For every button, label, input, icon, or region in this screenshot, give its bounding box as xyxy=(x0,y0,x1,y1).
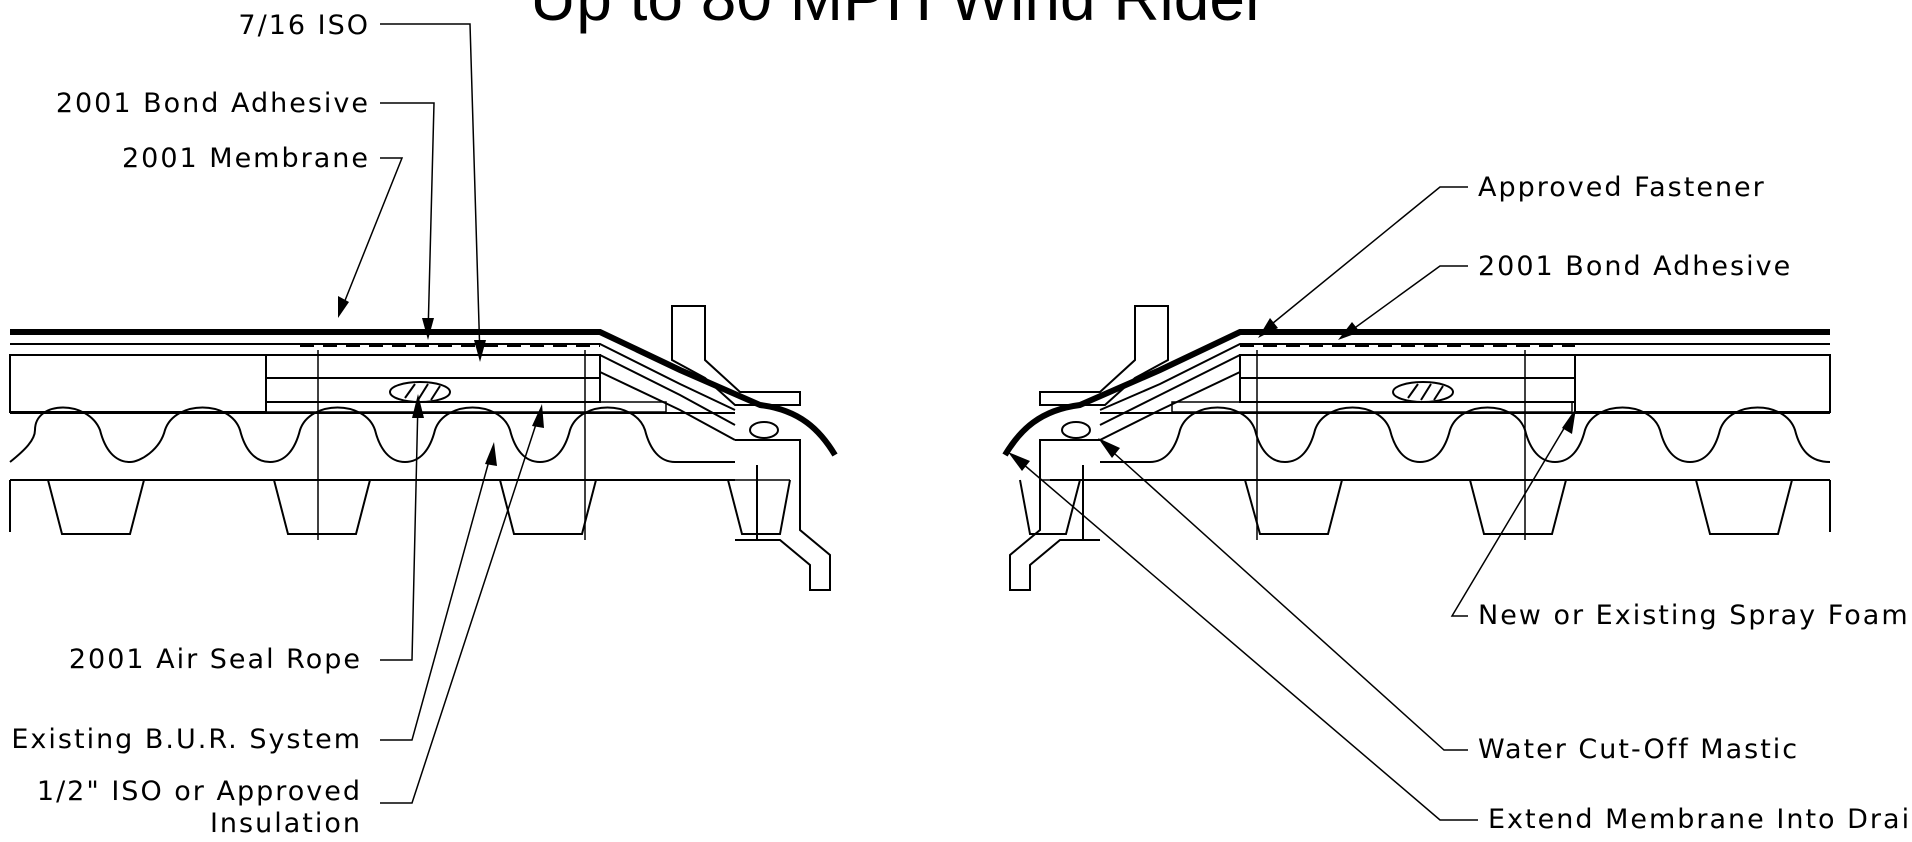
label-approved-fastener: Approved Fastener xyxy=(1478,172,1766,203)
label-spray-foam: New or Existing Spray Foam xyxy=(1478,600,1910,631)
left-detail xyxy=(9,305,838,591)
left-labels: 7/16 ISO 2001 Bond Adhesive 2001 Membran… xyxy=(11,10,544,839)
label-air-seal-rope: 2001 Air Seal Rope xyxy=(69,644,362,675)
label-existing-bur: Existing B.U.R. System xyxy=(11,724,362,755)
label-bond-adhesive-right: 2001 Bond Adhesive xyxy=(1478,251,1792,282)
label-7-16-iso: 7/16 ISO xyxy=(238,10,370,41)
drawing-title: Up to 80 MPH Wind Rider xyxy=(530,0,1266,34)
label-half-iso-line1: 1/2" ISO or Approved xyxy=(37,776,362,807)
label-extend-membrane: Extend Membrane Into Drain xyxy=(1488,804,1912,835)
label-water-cutoff: Water Cut-Off Mastic xyxy=(1478,734,1799,765)
label-half-iso-line2: Insulation xyxy=(210,808,362,839)
right-detail xyxy=(1002,305,1831,591)
label-membrane: 2001 Membrane xyxy=(122,143,370,174)
label-bond-adhesive-left: 2001 Bond Adhesive xyxy=(56,88,370,119)
right-labels: Approved Fastener 2001 Bond Adhesive New… xyxy=(1008,172,1912,835)
